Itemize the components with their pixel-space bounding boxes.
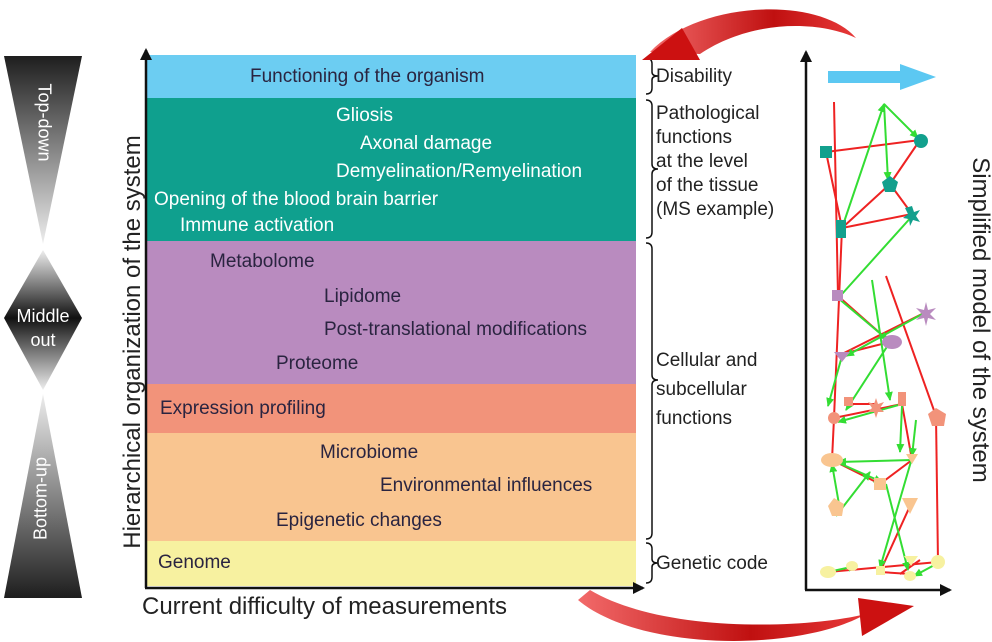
label-cellular-line1: Cellular and xyxy=(656,350,758,371)
band-item-metabolome: Metabolome xyxy=(210,251,315,272)
label-pathological-line4: of the tissue xyxy=(656,175,759,196)
band-item-immune: Immune activation xyxy=(180,215,335,236)
band-item-ptm: Post-translational modifications xyxy=(324,319,587,340)
blue-direction-arrow xyxy=(828,64,936,90)
band-item-gliosis: Gliosis xyxy=(336,105,394,126)
bracket-pathological xyxy=(645,99,659,239)
band-tissue: Gliosis Axonal damage Demyelination/Remy… xyxy=(146,98,636,241)
curved-arrow-bottom-head xyxy=(858,598,914,636)
right-model-title: Simplified model of the system xyxy=(967,157,992,483)
label-cellular: Cellular and subcellular functions xyxy=(656,346,757,433)
band-genome: Genome xyxy=(146,541,636,586)
band-item-environmental: Environmental influences xyxy=(380,475,593,496)
label-pathological: Pathological functions at the level of t… xyxy=(656,102,774,222)
middle-out-label: Middle out xyxy=(4,304,82,352)
network-nodes xyxy=(820,134,946,581)
band-item-proteome: Proteome xyxy=(276,353,359,374)
network-green-edges xyxy=(826,103,941,577)
curved-arrow-top xyxy=(650,9,856,54)
curved-arrow-bottom xyxy=(578,590,866,641)
band-item-bbb: Opening of the blood brain barrier xyxy=(154,189,439,210)
band-environment: Microbiome Environmental influences Epig… xyxy=(146,433,636,541)
bracket-cellular xyxy=(645,242,659,540)
band-item-genome: Genome xyxy=(158,552,231,573)
band-item-microbiome: Microbiome xyxy=(320,442,419,463)
band-item-epigenetic: Epigenetic changes xyxy=(276,510,442,531)
middle-out-line2: out xyxy=(30,330,56,350)
middle-out-upper-triangle xyxy=(4,250,82,318)
label-pathological-line5: (MS example) xyxy=(656,199,775,220)
label-pathological-line2: functions xyxy=(656,127,733,148)
band-item-expression: Expression profiling xyxy=(160,398,326,419)
middle-out-lower-triangle xyxy=(4,318,82,390)
curved-arrow-top-head xyxy=(642,28,700,60)
top-down-triangle xyxy=(4,56,82,244)
bracket-genetic xyxy=(645,542,659,584)
bottom-up-triangle xyxy=(4,394,82,598)
label-pathological-line1: Pathological xyxy=(656,103,760,124)
bracket-disability xyxy=(645,57,659,95)
band-expression: Expression profiling xyxy=(146,384,636,433)
label-genetic-code: Genetic code xyxy=(656,553,768,574)
band-item-demyelination: Demyelination/Remyelination xyxy=(336,161,583,182)
band-item-functioning: Functioning of the organism xyxy=(250,66,485,87)
label-pathological-line3: at the level xyxy=(656,151,748,172)
label-cellular-line2: subcellular xyxy=(656,379,747,400)
label-cellular-line3: functions xyxy=(656,408,733,429)
band-cellular: Metabolome Lipidome Post-translational m… xyxy=(146,241,636,384)
x-axis-label: Current difficulty of measurements xyxy=(142,593,508,620)
band-item-axonal-damage: Axonal damage xyxy=(360,133,493,154)
band-organism: Functioning of the organism xyxy=(146,55,636,98)
band-item-lipidome: Lipidome xyxy=(324,286,402,307)
middle-out-line1: Middle xyxy=(16,306,70,326)
label-disability: Disability xyxy=(656,66,733,87)
network-red-edges xyxy=(825,101,939,575)
